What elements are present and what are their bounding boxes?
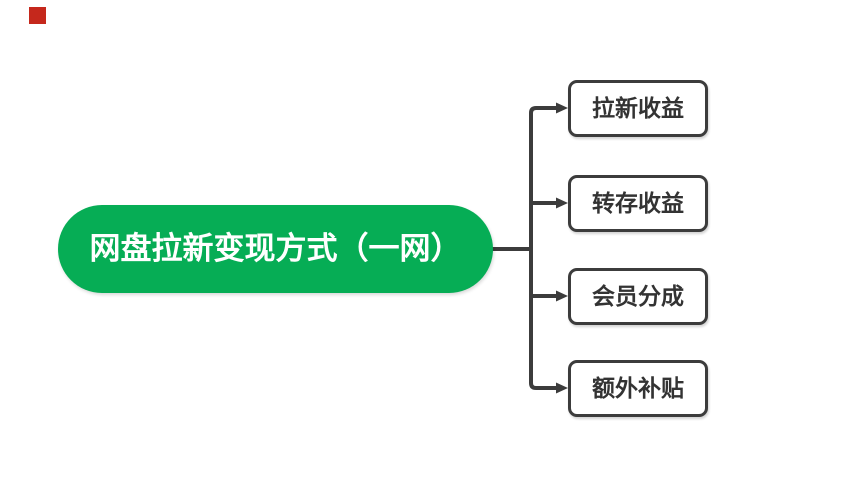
branch-node-1[interactable]: 拉新收益: [568, 80, 708, 137]
root-node[interactable]: 网盘拉新变现方式（一网）: [58, 205, 493, 293]
arrowhead-3: [556, 290, 568, 302]
connector-branch-1: [529, 106, 556, 249]
red-corner-marker: [29, 7, 46, 24]
branch-node-3[interactable]: 会员分成: [568, 268, 708, 325]
branch-node-2[interactable]: 转存收益: [568, 175, 708, 232]
arrowhead-4: [556, 382, 568, 394]
connector-branch-4: [529, 249, 556, 390]
arrowhead-1: [556, 102, 568, 114]
branch-node-4[interactable]: 额外补贴: [568, 360, 708, 417]
arrowhead-2: [556, 197, 568, 209]
